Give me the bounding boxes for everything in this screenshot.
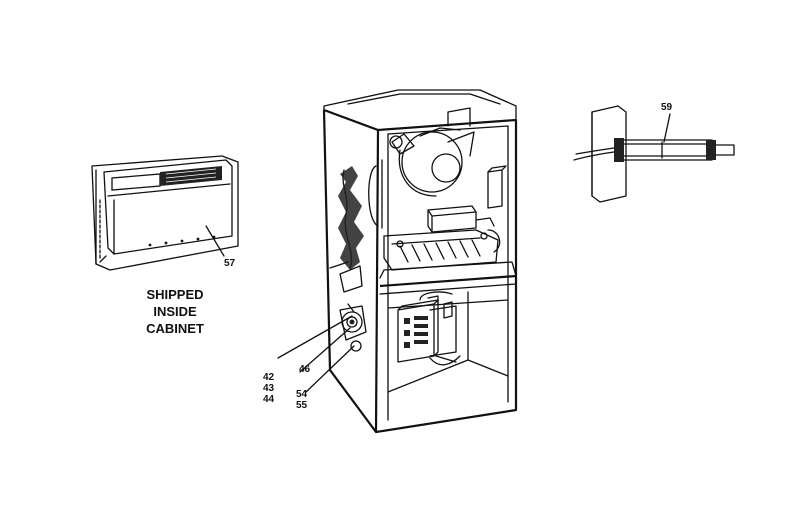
shipped-note-line-2: INSIDE <box>153 304 197 319</box>
shipped-note-line-3: CABINET <box>146 321 204 336</box>
sensor-cable-illustration <box>573 105 735 203</box>
thermostat-illustration <box>91 155 239 271</box>
shipped-note-line-1: SHIPPED <box>146 287 204 302</box>
part-number-43: 43 <box>263 383 275 394</box>
part-number-46: 46 <box>299 364 311 375</box>
part-number-55: 55 <box>296 400 308 411</box>
part-number-54: 54 <box>296 389 308 400</box>
shipped-note: SHIPPED INSIDE CABINET <box>126 286 224 337</box>
furnace-cabinet-illustration <box>322 89 518 434</box>
part-number-59: 59 <box>661 102 673 113</box>
part-number-57: 57 <box>224 258 236 269</box>
callout-leaders <box>277 315 355 393</box>
part-number-44: 44 <box>263 394 275 405</box>
part-number-42: 42 <box>263 372 275 383</box>
